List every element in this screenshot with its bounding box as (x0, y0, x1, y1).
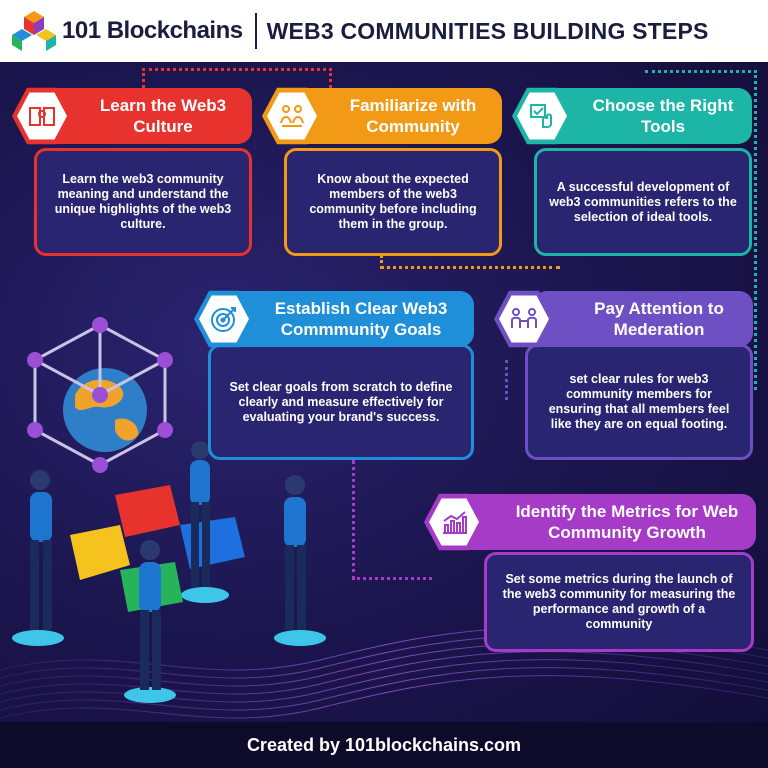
footer-credit: Created by 101blockchains.com (246, 734, 522, 755)
step-title: Learn the Web3 Culture (42, 88, 252, 144)
step-description: set clear rules for web3 community membe… (525, 344, 753, 460)
checklist-icon (530, 104, 552, 128)
connector-dots (380, 255, 560, 269)
step-icon-badge (194, 290, 254, 348)
step-title-text: Pay Attention to Mederation (594, 299, 724, 339)
step-title: Choose the Right Tools (542, 88, 752, 144)
step-description: Know about the expected members of the w… (284, 148, 502, 256)
step-title: Establish Clear Web3 Commmunity Goals (216, 291, 474, 347)
book-icon (29, 107, 55, 126)
header-divider (254, 13, 257, 49)
step-description: Learn the web3 community meaning and und… (34, 148, 252, 256)
footer-bar: Created by 101blockchains.com (0, 722, 768, 768)
puzzle-team-illustration (12, 441, 326, 703)
step-icon-badge (424, 493, 484, 551)
connector-dots (352, 460, 432, 580)
connector-dots (142, 68, 332, 88)
step-text: set clear rules for web3 community membe… (548, 372, 730, 431)
community-icon (280, 105, 304, 127)
step-title-text: Learn the Web3 Culture (99, 96, 227, 136)
step-title-text: Choose the Right Tools (592, 96, 734, 136)
step-description: A successful development of web3 communi… (534, 148, 752, 256)
step-description: Set some metrics during the launch of th… (484, 552, 754, 652)
step-description: Set clear goals from scratch to define c… (208, 344, 474, 460)
step-title: Identify the Metrics for Web Community G… (456, 494, 756, 550)
step-title: Familiarize with Community (292, 88, 502, 144)
globe-cube-illustration (27, 317, 173, 473)
cube-logo-icon (12, 9, 56, 53)
step-title-text: Familiarize with Community (349, 96, 477, 136)
step-title-text: Identify the Metrics for Web Community G… (515, 502, 739, 542)
step-text: Set some metrics during the launch of th… (502, 572, 736, 631)
step-text: Learn the web3 community meaning and und… (54, 172, 232, 231)
step-title-text: Establish Clear Web3 Commmunity Goals (274, 299, 448, 339)
step-text: Set clear goals from scratch to define c… (229, 379, 453, 424)
step-icon-badge (494, 290, 554, 348)
chart-icon (443, 511, 467, 534)
step-text: A successful development of web3 communi… (549, 179, 737, 224)
page-title: WEB3 COMMUNITIES BUILDING STEPS (266, 17, 709, 44)
connector-dots (505, 360, 508, 400)
step-title: Pay Attention to Mederation (533, 291, 753, 347)
step-text: Know about the expected members of the w… (309, 172, 477, 231)
brand-name: 101 Blockchains (62, 17, 243, 44)
connector-dots (645, 70, 757, 390)
target-icon (211, 307, 236, 332)
meeting-icon (511, 308, 537, 328)
header-bar: 101 Blockchains WEB3 COMMUNITIES BUILDIN… (0, 0, 768, 62)
